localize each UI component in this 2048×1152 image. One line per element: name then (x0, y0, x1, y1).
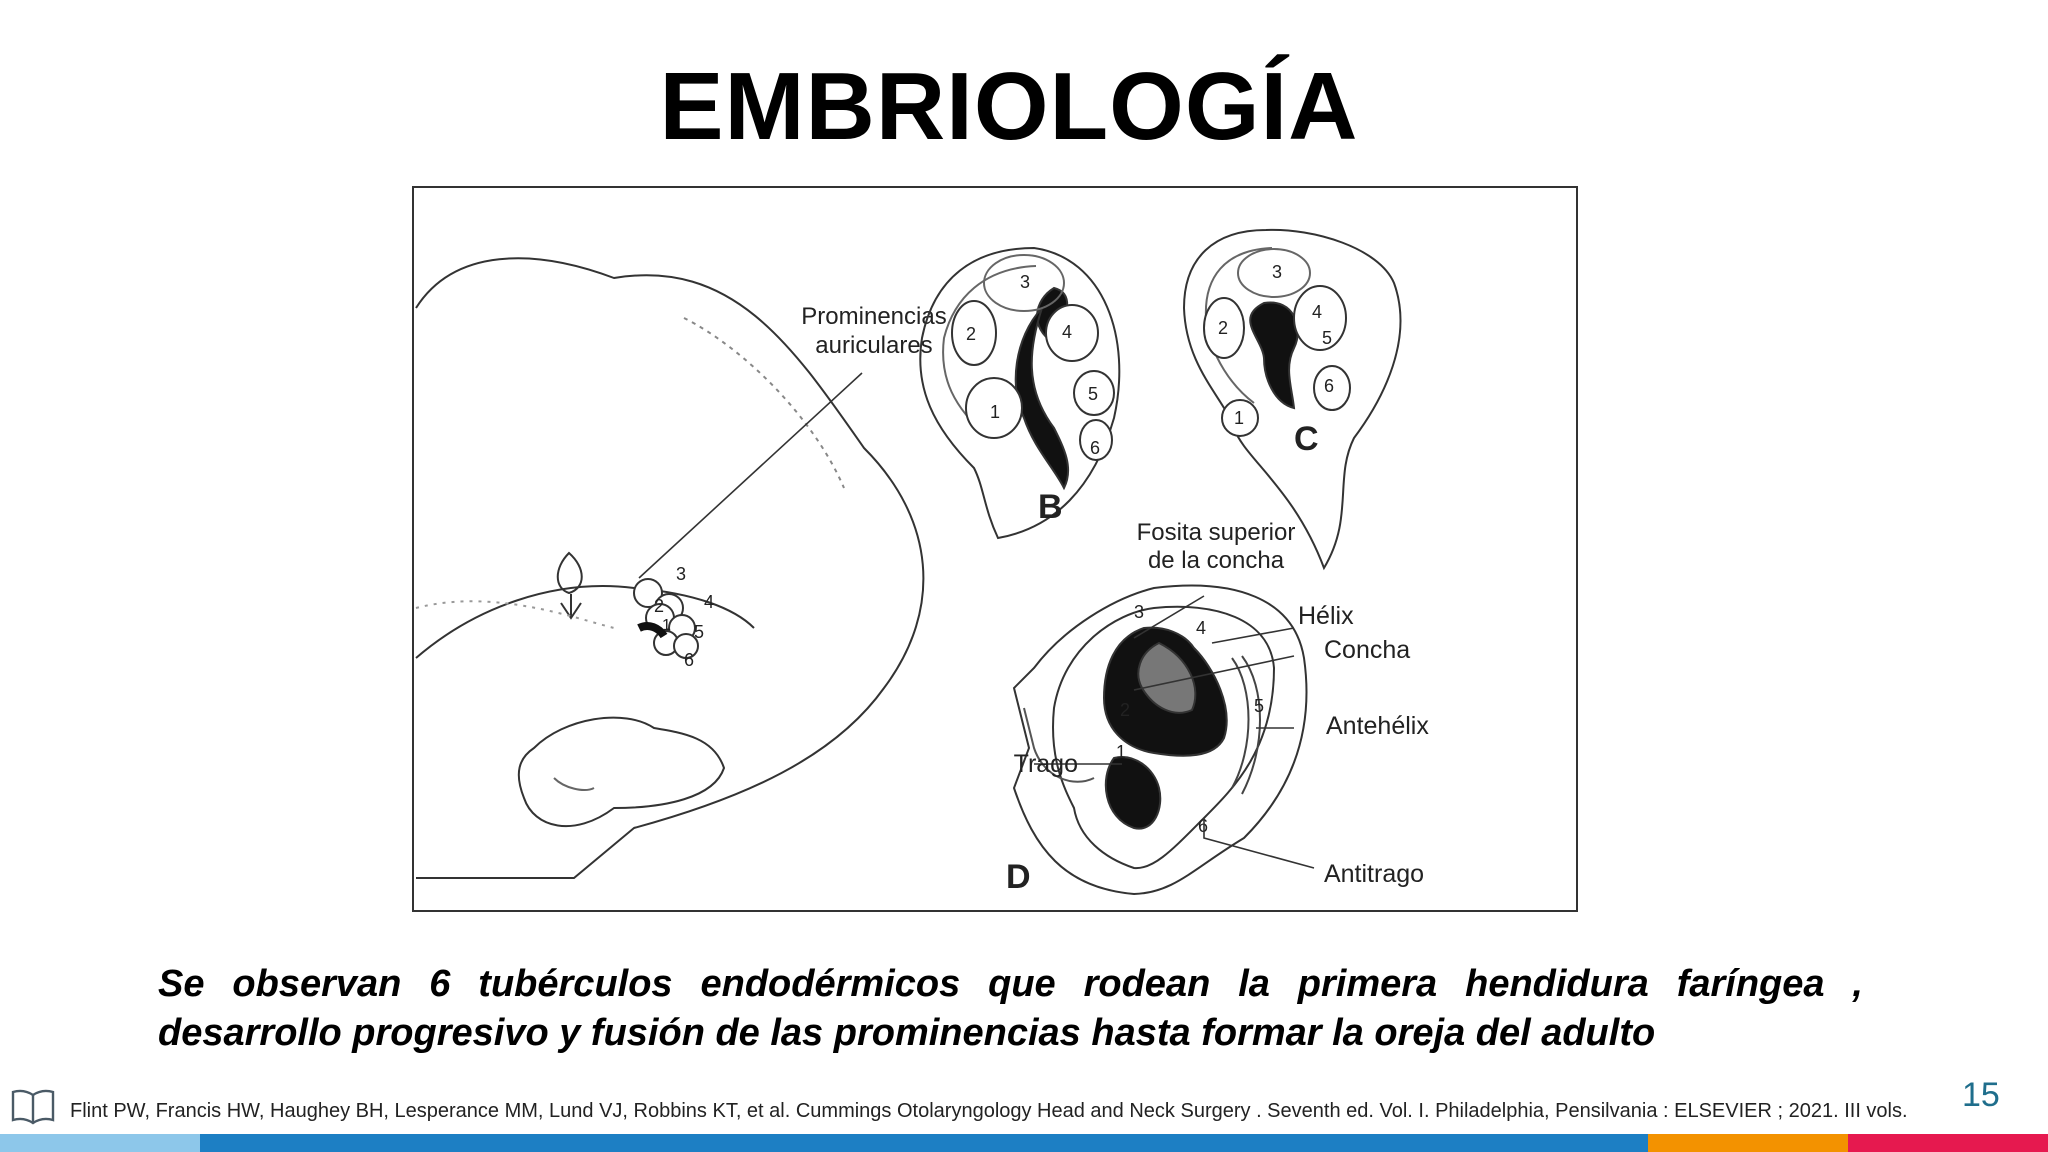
label-prominencias-line2: auriculares (815, 332, 932, 359)
slide-caption: Se observan 6 tubérculos endodérmicos qu… (158, 960, 1863, 1058)
embryo-number-6: 6 (684, 650, 694, 670)
panel-b-number-5: 5 (1088, 384, 1098, 404)
label-prominencias-line1: Prominencias (801, 303, 946, 330)
embryo-drawing (415, 257, 925, 879)
panel-c-number-2: 2 (1218, 318, 1228, 338)
bibliographic-reference: Flint PW, Francis HW, Haughey BH, Lesper… (70, 1100, 1908, 1122)
embryology-figure: Prominencias auriculares 3 2 4 1 5 6 3 4… (412, 186, 1578, 912)
panel-d-label: D (1006, 858, 1031, 896)
panel-b-number-3: 3 (1020, 272, 1030, 292)
embryo-number-5: 5 (694, 622, 704, 642)
panel-c-ear (1182, 228, 1402, 571)
slide-title: EMBRIOLOGÍA (659, 53, 1359, 160)
panel-d-number-4: 4 (1196, 618, 1206, 638)
label-concha: Concha (1324, 636, 1410, 664)
ear-development-illustration: Prominencias auriculares 3 2 4 1 5 6 3 4… (415, 228, 1429, 896)
panel-d-pointer-lines (1034, 595, 1315, 869)
book-icon (11, 1089, 55, 1125)
footer-bar-pink (1848, 1134, 2048, 1152)
caption-line-1: Se observan 6 tubérculos endodérmicos qu… (158, 963, 1863, 1005)
panel-c-label: C (1294, 420, 1319, 458)
embryo-number-1: 1 (662, 617, 671, 634)
panel-d-number-1: 1 (1116, 742, 1126, 762)
panel-d-number-5: 5 (1254, 696, 1264, 716)
label-antitrago: Antitrago (1324, 860, 1424, 888)
panel-c-number-4: 4 (1312, 302, 1322, 322)
panel-c-number-1: 1 (1234, 408, 1244, 428)
label-trago: Trago (1014, 750, 1078, 778)
auricular-hillocks-a (633, 578, 699, 659)
footer-bar-blue (200, 1134, 1648, 1152)
panel-d-number-3: 3 (1134, 602, 1144, 622)
panel-c-number-3: 3 (1272, 262, 1282, 282)
panel-b-number-1: 1 (990, 402, 1000, 422)
embryo-number-2: 2 (654, 596, 664, 616)
panel-b-label: B (1038, 488, 1063, 526)
footer-bar-orange (1648, 1134, 1848, 1152)
panel-c-number-6: 6 (1324, 376, 1334, 396)
embryo-number-4: 4 (704, 592, 714, 612)
panel-c-number-5: 5 (1322, 328, 1332, 348)
panel-b-number-6: 6 (1090, 438, 1100, 458)
page-number: 15 (1962, 1076, 2000, 1114)
caption-line-2: desarrollo progresivo y fusión de las pr… (158, 1012, 1656, 1054)
panel-b-number-4: 4 (1062, 322, 1072, 342)
prominencias-pointer-line (638, 372, 863, 579)
embryo-number-3: 3 (676, 564, 686, 584)
panel-d-number-6: 6 (1198, 816, 1208, 836)
label-fosita-line2: de la concha (1148, 547, 1285, 574)
panel-b-ear (919, 246, 1121, 540)
panel-b-number-2-visible: 2 (966, 324, 976, 344)
label-fosita-line1: Fosita superior (1137, 519, 1296, 546)
footer-bar-light-blue (0, 1134, 200, 1152)
panel-d-number-2: 2 (1120, 700, 1130, 720)
label-antehelix: Antehélix (1326, 712, 1429, 740)
label-helix: Hélix (1298, 602, 1354, 630)
panel-d-ear (1012, 584, 1308, 896)
